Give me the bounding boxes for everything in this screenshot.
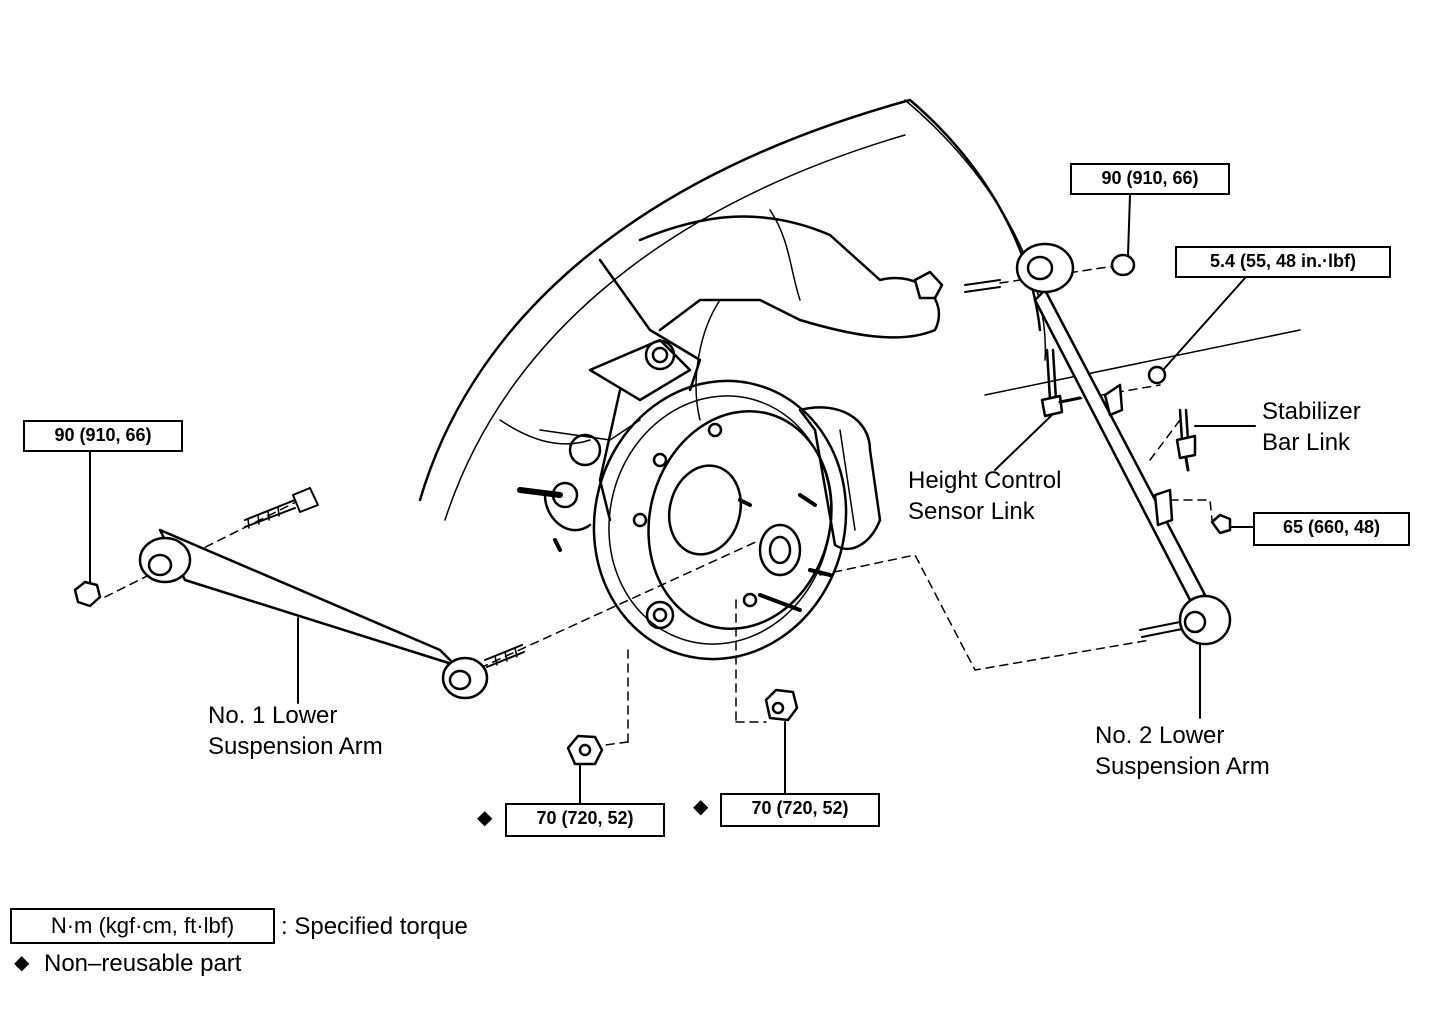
nonreusable-diamond-left: ◆: [477, 807, 493, 829]
label-no1-arm: No. 1 Lower Suspension Arm: [208, 700, 383, 762]
stabilizer-bar-link: [1178, 408, 1190, 442]
legend-nonreusable-symbol: ◆: [14, 952, 30, 974]
label-no2-arm-line1: No. 2 Lower: [1095, 722, 1225, 749]
body-line: [984, 329, 1301, 396]
knuckle-nut-left: [566, 734, 604, 766]
label-no2-arm-line2: Suspension Arm: [1095, 753, 1270, 780]
legend-torque-box: N·m (kgf·cm, ft·lbf): [10, 908, 275, 944]
fender-outline: [418, 98, 1042, 502]
fender-inner: [444, 134, 906, 521]
height-sensor-nut: [1147, 365, 1167, 385]
torque-height-sensor-nut: 5.4 (55, 48 in.·lbf): [1175, 246, 1391, 278]
no1-lower-arm: [138, 528, 489, 700]
label-stabilizer: Stabilizer Bar Link: [1262, 396, 1361, 458]
torque-stabilizer-nut: 65 (660, 48): [1253, 512, 1410, 546]
brake-rotor: [592, 379, 848, 661]
hub-center: [667, 464, 743, 556]
no2-arm-bolt-head: [913, 270, 944, 300]
torque-no1-arm-nut: 90 (910, 66): [23, 420, 183, 452]
brake-caliper: [798, 406, 882, 551]
legend-nonreusable-desc: Non–reusable part: [44, 950, 242, 977]
label-no2-arm: No. 2 Lower Suspension Arm: [1095, 720, 1270, 782]
no2-lower-arm: [1015, 242, 1232, 646]
no1-arm-nut: [73, 580, 102, 608]
torque-knuckle-nut-right: 70 (720, 52): [720, 793, 880, 827]
nonreusable-diamond-right: ◆: [693, 796, 709, 818]
stabilizer-nut: [1210, 513, 1232, 535]
torque-knuckle-nut-left: 70 (720, 52): [505, 803, 665, 837]
legend-torque-desc: : Specified torque: [281, 913, 468, 940]
height-sensor-link: [1045, 348, 1058, 402]
label-no1-arm-line1: No. 1 Lower: [208, 702, 338, 729]
label-stabilizer-line1: Stabilizer: [1262, 398, 1361, 425]
no2-arm-top-nut: [1110, 253, 1136, 277]
label-height-sensor-line1: Height Control: [908, 467, 1062, 494]
torque-no2-arm-top-nut: 90 (910, 66): [1070, 163, 1230, 195]
hub-flange: [647, 409, 833, 631]
label-height-sensor-line2: Sensor Link: [908, 498, 1035, 525]
label-stabilizer-line2: Bar Link: [1262, 429, 1351, 456]
label-no1-arm-line2: Suspension Arm: [208, 733, 383, 760]
label-height-sensor: Height Control Sensor Link: [908, 465, 1061, 527]
